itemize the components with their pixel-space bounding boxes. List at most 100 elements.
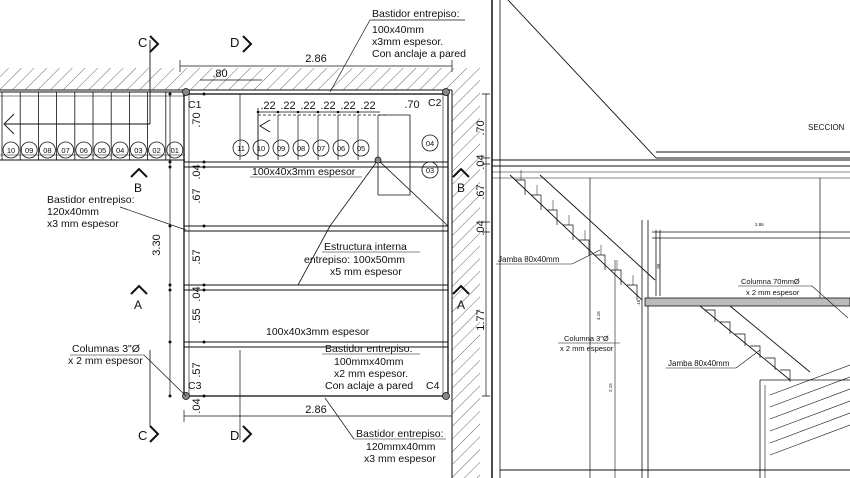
section-step [780,369,791,382]
dim-top-partial: .80 [212,68,227,80]
section-step [720,321,731,334]
dim-left-height: 3.30 [151,234,163,255]
column-c2-dot [442,88,450,96]
upper-step-circle [352,139,370,157]
section-dim-4: 2.15 [608,383,613,392]
upper-step-circle [272,139,290,157]
note-structure-1: Estructura interna [324,241,407,253]
note-beam-top: 100x40x3mm espesor [252,166,356,178]
step-circle [57,141,74,159]
upper-step-circle [332,139,350,157]
section-dim-2: .90 [656,263,661,270]
step-number: 08 [43,146,51,155]
section-d-bottom: D [230,428,239,443]
upper-step-circle [292,139,310,157]
dim-tread: .22 [360,100,375,112]
upper-step-number: 08 [297,144,305,153]
section-dim-5: .15 [636,299,641,306]
section-title: SECCION [808,123,845,132]
note-columns-1: Columnas 3"Ø [72,343,140,355]
note-columna-70-1: Columna 70mmØ [741,277,800,286]
note-top-right-3: x3mm espesor. [372,36,443,48]
dim-tick [202,288,206,292]
section-rail [769,388,850,420]
note-beam-bottom: 100x40x3mm espesor [266,326,370,338]
dim-tread: .22 [320,100,335,112]
section-view: SECCION 2.86 Jamba 80x40mm [492,0,850,478]
note-left-2: 120x40mm [47,206,99,218]
step-circle [129,141,147,159]
step-circle [111,141,129,159]
top-wall-hatch [0,68,480,90]
dim-tick [168,394,172,398]
note-columna-3-1: Columna 3"Ø [564,334,609,343]
step-circle [166,141,184,159]
dim-tick [168,224,172,228]
step-number: 01 [171,146,179,155]
step-number: 04 [116,146,124,155]
section-c-bottom: C [138,428,147,443]
dim-tick [168,288,172,292]
tread-tick [256,110,260,114]
section-step [515,179,526,195]
dim-left-segment: .55 [191,308,203,323]
dim-left-segment: .67 [191,188,203,203]
step-04-label: 04 [426,139,434,148]
dim-tick [202,283,206,287]
note-jamba-bottom: Jamba 80x40mm [668,359,730,368]
note-bottom-2: 120mmx40mm [366,441,436,453]
column-c1-label: C1 [188,99,202,111]
dim-tick [202,224,206,228]
section-a-left: A [134,298,142,312]
step-circle [75,141,93,159]
column-c4-dot [442,392,450,400]
note-bottom-1: Bastidor entrepiso: [356,428,444,440]
section-dim-1: 2.86 [755,222,764,227]
dim-right-segment: .67 [475,184,487,199]
dim-tick [202,394,206,398]
right-wall-hatch [452,90,480,478]
dim-left-segment: .04 [191,286,203,301]
dim-right-height: 1.77 [475,309,487,330]
dim-right-segment: .04 [475,220,487,235]
dim-tick [202,340,206,344]
step-number: 05 [98,146,106,155]
plan-frame [183,93,449,440]
tread-tick [296,110,300,114]
note-jamba-top: Jamba 80x40mm [498,255,560,264]
dim-left-segment: .70 [191,112,203,127]
step-number: 06 [80,146,88,155]
column-c4-label: C4 [426,380,440,392]
upper-step-number: 05 [357,144,365,153]
dim-tread: .22 [260,100,275,112]
upper-step-number: 09 [277,144,285,153]
section-c-top: C [138,35,147,50]
upper-step-circle [312,139,330,157]
dim-tread: .22 [280,100,295,112]
note-structure-2: entrepiso: 100x50mm [304,254,405,266]
section-rail [769,424,850,456]
tread-tick [356,110,360,114]
note-bottom-right-3: x2 mm espesor. [334,368,408,380]
column-c2-label: C2 [428,97,442,109]
dim-right-segment: .04 [475,154,487,169]
section-step [750,345,761,358]
upper-step-circle [252,139,270,157]
note-top-right-4: Con anclaje a pared [372,48,466,60]
dim-tick [168,160,172,164]
note-top-right-2: 100x40mm [372,24,424,36]
section-step [531,194,542,210]
section-a-right: A [457,298,465,312]
step-number: 02 [152,146,160,155]
landing-step-numbers: 04 03 [421,134,439,179]
dim-tread-end: .70 [404,99,419,111]
tread-tick [336,110,340,114]
step-circle [2,141,20,159]
note-bottom-right-1: Bastidor entrepiso: [325,343,413,355]
section-step [563,224,574,240]
section-rail [769,412,850,444]
section-step [735,333,746,346]
step-number: 09 [25,146,33,155]
